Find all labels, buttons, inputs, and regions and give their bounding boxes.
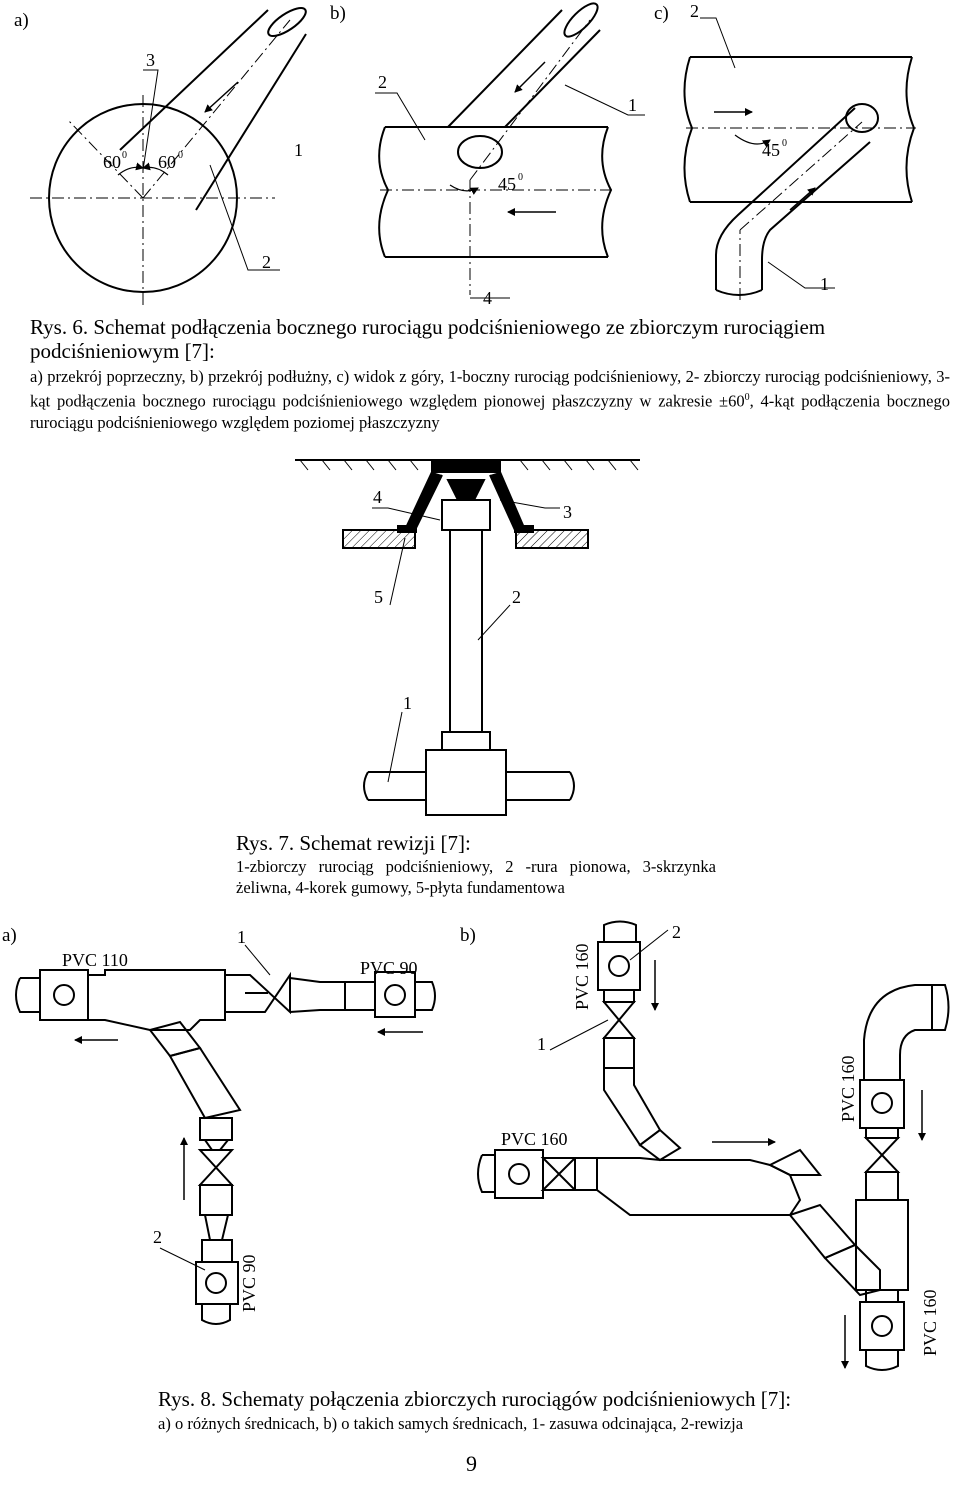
fig6-panel-c-label: c)	[654, 3, 669, 24]
fig8-a-pvc90-top: PVC 90	[360, 958, 418, 978]
fig6-a-num-2: 2	[262, 252, 271, 272]
fig8-caption-title: Rys. 8. Schematy połączenia zbiorczych r…	[158, 1387, 792, 1411]
fig8-panel-a	[15, 944, 436, 1325]
fig6-caption-title: Rys. 6. Schemat podłączenia bocznego rur…	[30, 315, 826, 363]
fig7-caption-title: Rys. 7. Schemat rewizji [7]:	[236, 831, 471, 855]
fig6-panel-a	[30, 7, 307, 305]
fig7-caption-body: 1-zbiorczy rurociąg podciśnieniowy, 2 -r…	[236, 857, 716, 897]
fig8-a-num-2: 2	[153, 1227, 162, 1247]
fig8-caption-body: a) o różnych średnicach, b) o takich sam…	[158, 1414, 744, 1433]
fig8-b-pvc160-horiz: PVC 160	[501, 1129, 568, 1149]
fig6-a-deg-left: 0	[122, 150, 127, 161]
fig8-panel-b-labels: b) PVC 160 2 1 PVC 160 PVC 160 PVC 160	[460, 922, 940, 1356]
fig8-b-pvc160-vert-top: PVC 160	[572, 943, 592, 1010]
fig8-a-pvc110: PVC 110	[62, 950, 128, 970]
fig7-num-1: 1	[403, 693, 412, 713]
fig6-b-num-4: 4	[483, 288, 492, 308]
fig8-b-num-2: 2	[672, 922, 681, 942]
page-number: 9	[466, 1451, 477, 1476]
fig6-a-num-3: 3	[146, 50, 155, 70]
fig8-b-pvc160-vert-right: PVC 160	[838, 1055, 858, 1122]
fig6-caption-sup: 0	[744, 392, 750, 403]
fig8-panel-b-label: b)	[460, 925, 476, 946]
fig6-a-angle-right: 60	[158, 152, 176, 172]
fig7-diagram	[295, 459, 640, 816]
fig6-caption-body: a) przekrój poprzeczny, b) przekrój podł…	[30, 366, 950, 433]
fig6-c-angle: 45	[762, 140, 780, 160]
fig6-b-num-2: 2	[378, 72, 387, 92]
fig6-panel-a-labels: a) 3 60 0 60 0 1 2	[14, 10, 303, 272]
fig8-a-pvc90-vert: PVC 90	[239, 1254, 259, 1312]
fig6-b-num-1: 1	[628, 95, 637, 115]
fig6-panel-c-labels: c) 2 45 0 1	[654, 1, 829, 294]
fig8-b-pvc160-vert-bottom: PVC 160	[920, 1289, 940, 1356]
fig7-labels: 4 3 5 2 1	[373, 487, 572, 713]
fig6-b-deg: 0	[518, 172, 523, 183]
fig8-b-num-1: 1	[537, 1034, 546, 1054]
fig8-panel-a-label: a)	[2, 925, 17, 946]
fig6-panel-b-labels: b) 2 1 45 0 4	[330, 3, 637, 308]
fig7-num-3: 3	[563, 502, 572, 522]
fig6-b-angle: 45	[498, 174, 516, 194]
fig7-num-4: 4	[373, 487, 382, 507]
fig6-c-num-1: 1	[820, 274, 829, 294]
fig6-panel-b	[375, 2, 645, 299]
fig6-panel-b-label: b)	[330, 3, 346, 24]
fig6-panel-a-label: a)	[14, 10, 29, 31]
fig6-a-num-1: 1	[294, 140, 303, 160]
fig6-panel-c	[683, 17, 916, 300]
fig8-panel-a-labels: a) PVC 110 1 PVC 90 2 PVC 90	[2, 925, 418, 1312]
fig6-c-num-2: 2	[690, 1, 699, 21]
fig8-a-num-1: 1	[237, 927, 246, 947]
fig6-caption-line2: , 4-kąt podłączenia bocznego rurociągu p…	[30, 391, 950, 432]
fig6-c-deg: 0	[782, 138, 787, 149]
fig7-num-5: 5	[374, 587, 383, 607]
fig8-panel-b	[477, 920, 950, 1371]
fig7-num-2: 2	[512, 587, 521, 607]
fig6-a-deg-right: 0	[178, 150, 183, 161]
fig6-a-angle-left: 60	[103, 152, 121, 172]
fig6-caption-line1: a) przekrój poprzeczny, b) przekrój podł…	[30, 367, 950, 411]
